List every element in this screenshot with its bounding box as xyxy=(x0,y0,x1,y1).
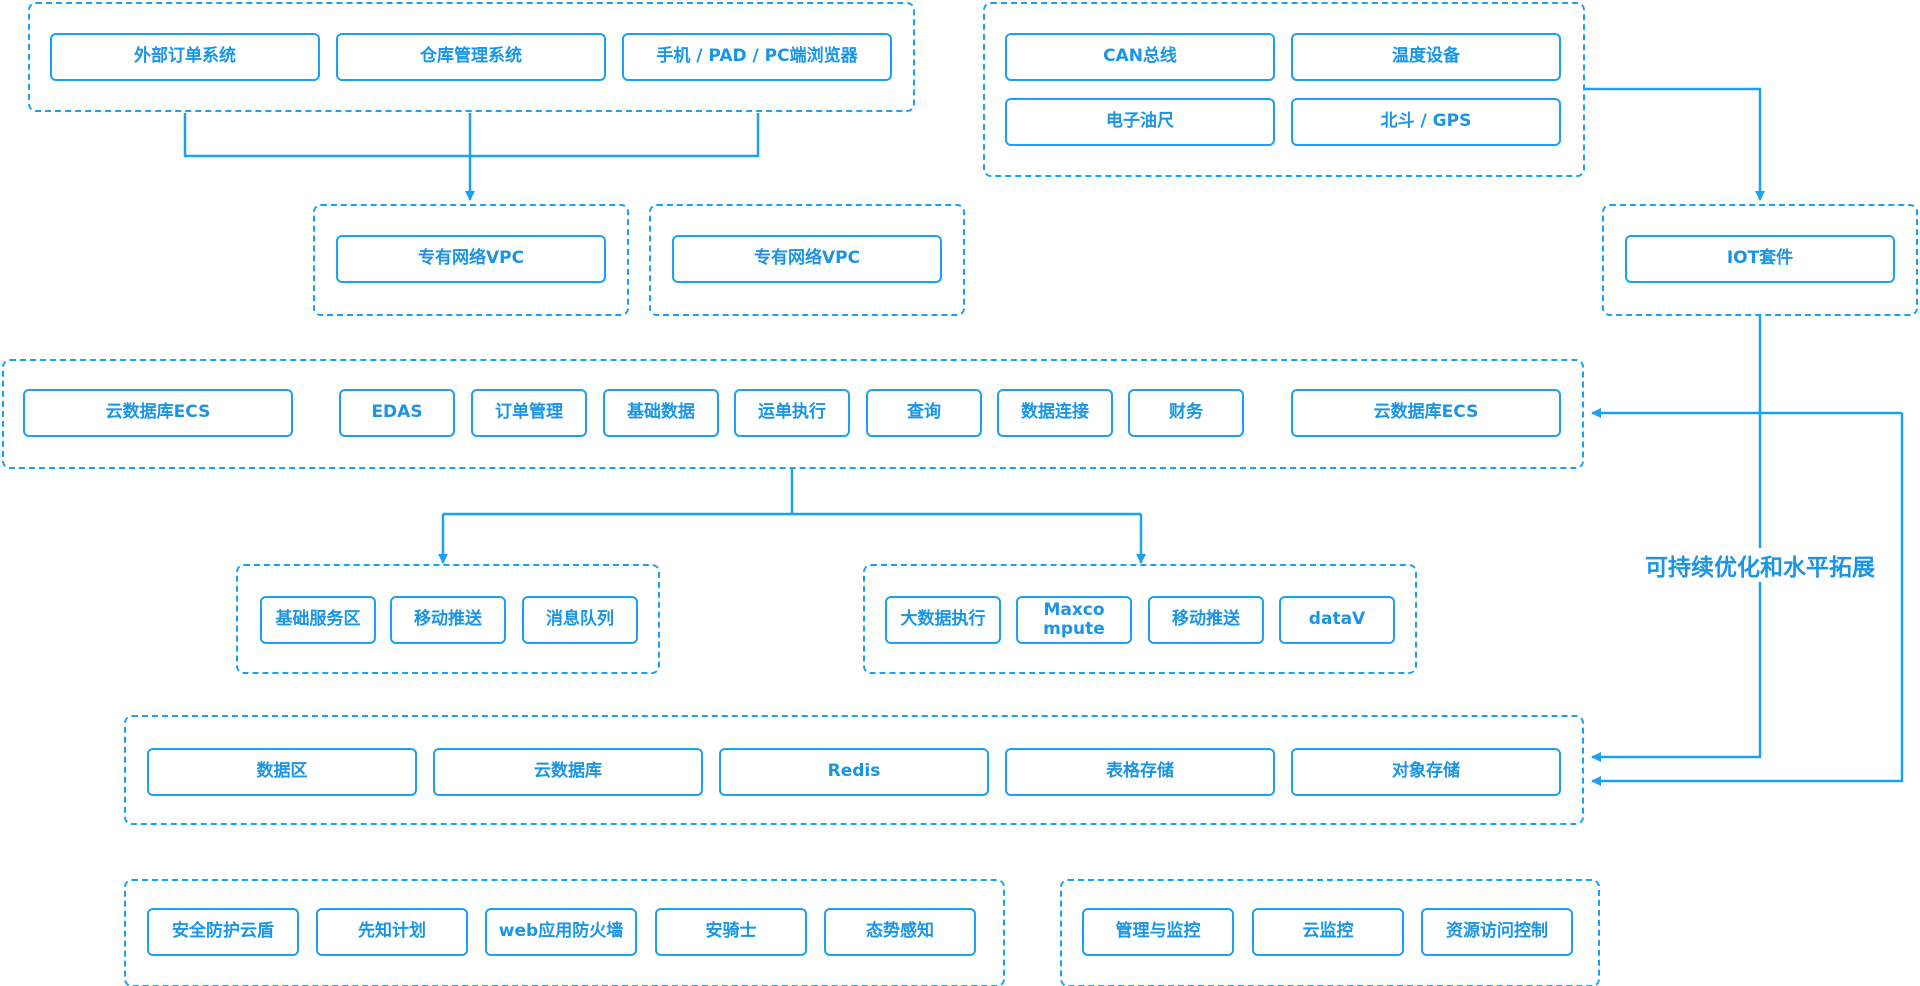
base-service-node[interactable]: 移动推送 xyxy=(390,596,506,644)
iot-suite-group xyxy=(1602,204,1918,316)
connector-browser xyxy=(470,113,760,158)
application-layer-group xyxy=(2,359,1584,469)
big-data-group xyxy=(863,564,1417,674)
data-store-node[interactable]: 对象存储 xyxy=(1291,748,1561,796)
iot-device-node[interactable]: 温度设备 xyxy=(1291,33,1561,81)
app-module-node[interactable]: 数据连接 xyxy=(997,389,1113,437)
connector-feedback-loop-lower xyxy=(1591,413,1904,786)
data-store-node[interactable]: 表格存储 xyxy=(1005,748,1275,796)
security-service-node[interactable]: 安骑士 xyxy=(655,908,807,956)
external-system-node[interactable]: 手机 / PAD / PC端浏览器 xyxy=(622,33,892,81)
management-service-node[interactable]: 云监控 xyxy=(1252,908,1404,956)
vpc-group-1 xyxy=(313,204,629,316)
data-store-node[interactable]: Redis xyxy=(719,748,989,796)
security-service-node[interactable]: web应用防火墙 xyxy=(485,908,637,956)
connector-order-system xyxy=(183,113,470,158)
big-data-node[interactable]: Maxco mpute xyxy=(1016,596,1132,644)
base-service-node[interactable]: 消息队列 xyxy=(522,596,638,644)
security-service-node[interactable]: 态势感知 xyxy=(824,908,976,956)
connector-iot-devices-to-suite xyxy=(1585,87,1765,201)
iot-device-node[interactable]: 电子油尺 xyxy=(1005,98,1275,146)
app-module-node[interactable]: 财务 xyxy=(1128,389,1244,437)
vpc-node[interactable]: 专有网络VPC xyxy=(336,235,606,283)
connector-iot-to-data-layer xyxy=(1591,315,1762,762)
app-module-node[interactable]: 查询 xyxy=(866,389,982,437)
big-data-node[interactable]: 移动推送 xyxy=(1148,596,1264,644)
iot-device-node[interactable]: CAN总线 xyxy=(1005,33,1275,81)
management-service-node[interactable]: 资源访问控制 xyxy=(1421,908,1573,956)
base-service-node[interactable]: 基础服务区 xyxy=(260,596,376,644)
app-module-node[interactable]: 运单执行 xyxy=(734,389,850,437)
data-store-node[interactable]: 数据区 xyxy=(147,748,417,796)
app-module-node[interactable]: 订单管理 xyxy=(471,389,587,437)
external-system-node[interactable]: 仓库管理系统 xyxy=(336,33,606,81)
big-data-node[interactable]: 大数据执行 xyxy=(885,596,1001,644)
security-service-node[interactable]: 先知计划 xyxy=(316,908,468,956)
app-module-node[interactable]: 云数据库ECS xyxy=(23,389,293,437)
iot-device-node[interactable]: 北斗 / GPS xyxy=(1291,98,1561,146)
base-services-group xyxy=(236,564,660,674)
security-service-node[interactable]: 安全防护云盾 xyxy=(147,908,299,956)
management-service-node[interactable]: 管理与监控 xyxy=(1082,908,1234,956)
iot-suite-node[interactable]: IOT套件 xyxy=(1625,235,1895,283)
app-module-node[interactable]: 云数据库ECS xyxy=(1291,389,1561,437)
app-module-node[interactable]: 基础数据 xyxy=(603,389,719,437)
vpc-node[interactable]: 专有网络VPC xyxy=(672,235,942,283)
data-store-node[interactable]: 云数据库 xyxy=(433,748,703,796)
app-module-node[interactable]: EDAS xyxy=(339,389,455,437)
vpc-group-2 xyxy=(649,204,965,316)
iot-devices-group xyxy=(983,2,1585,177)
external-system-node[interactable]: 外部订单系统 xyxy=(50,33,320,81)
big-data-node[interactable]: dataV xyxy=(1279,596,1395,644)
scaling-label: 可持续优化和水平拓展 xyxy=(1640,548,1880,582)
data-layer-group xyxy=(124,715,1584,825)
external-systems-group xyxy=(28,2,915,112)
